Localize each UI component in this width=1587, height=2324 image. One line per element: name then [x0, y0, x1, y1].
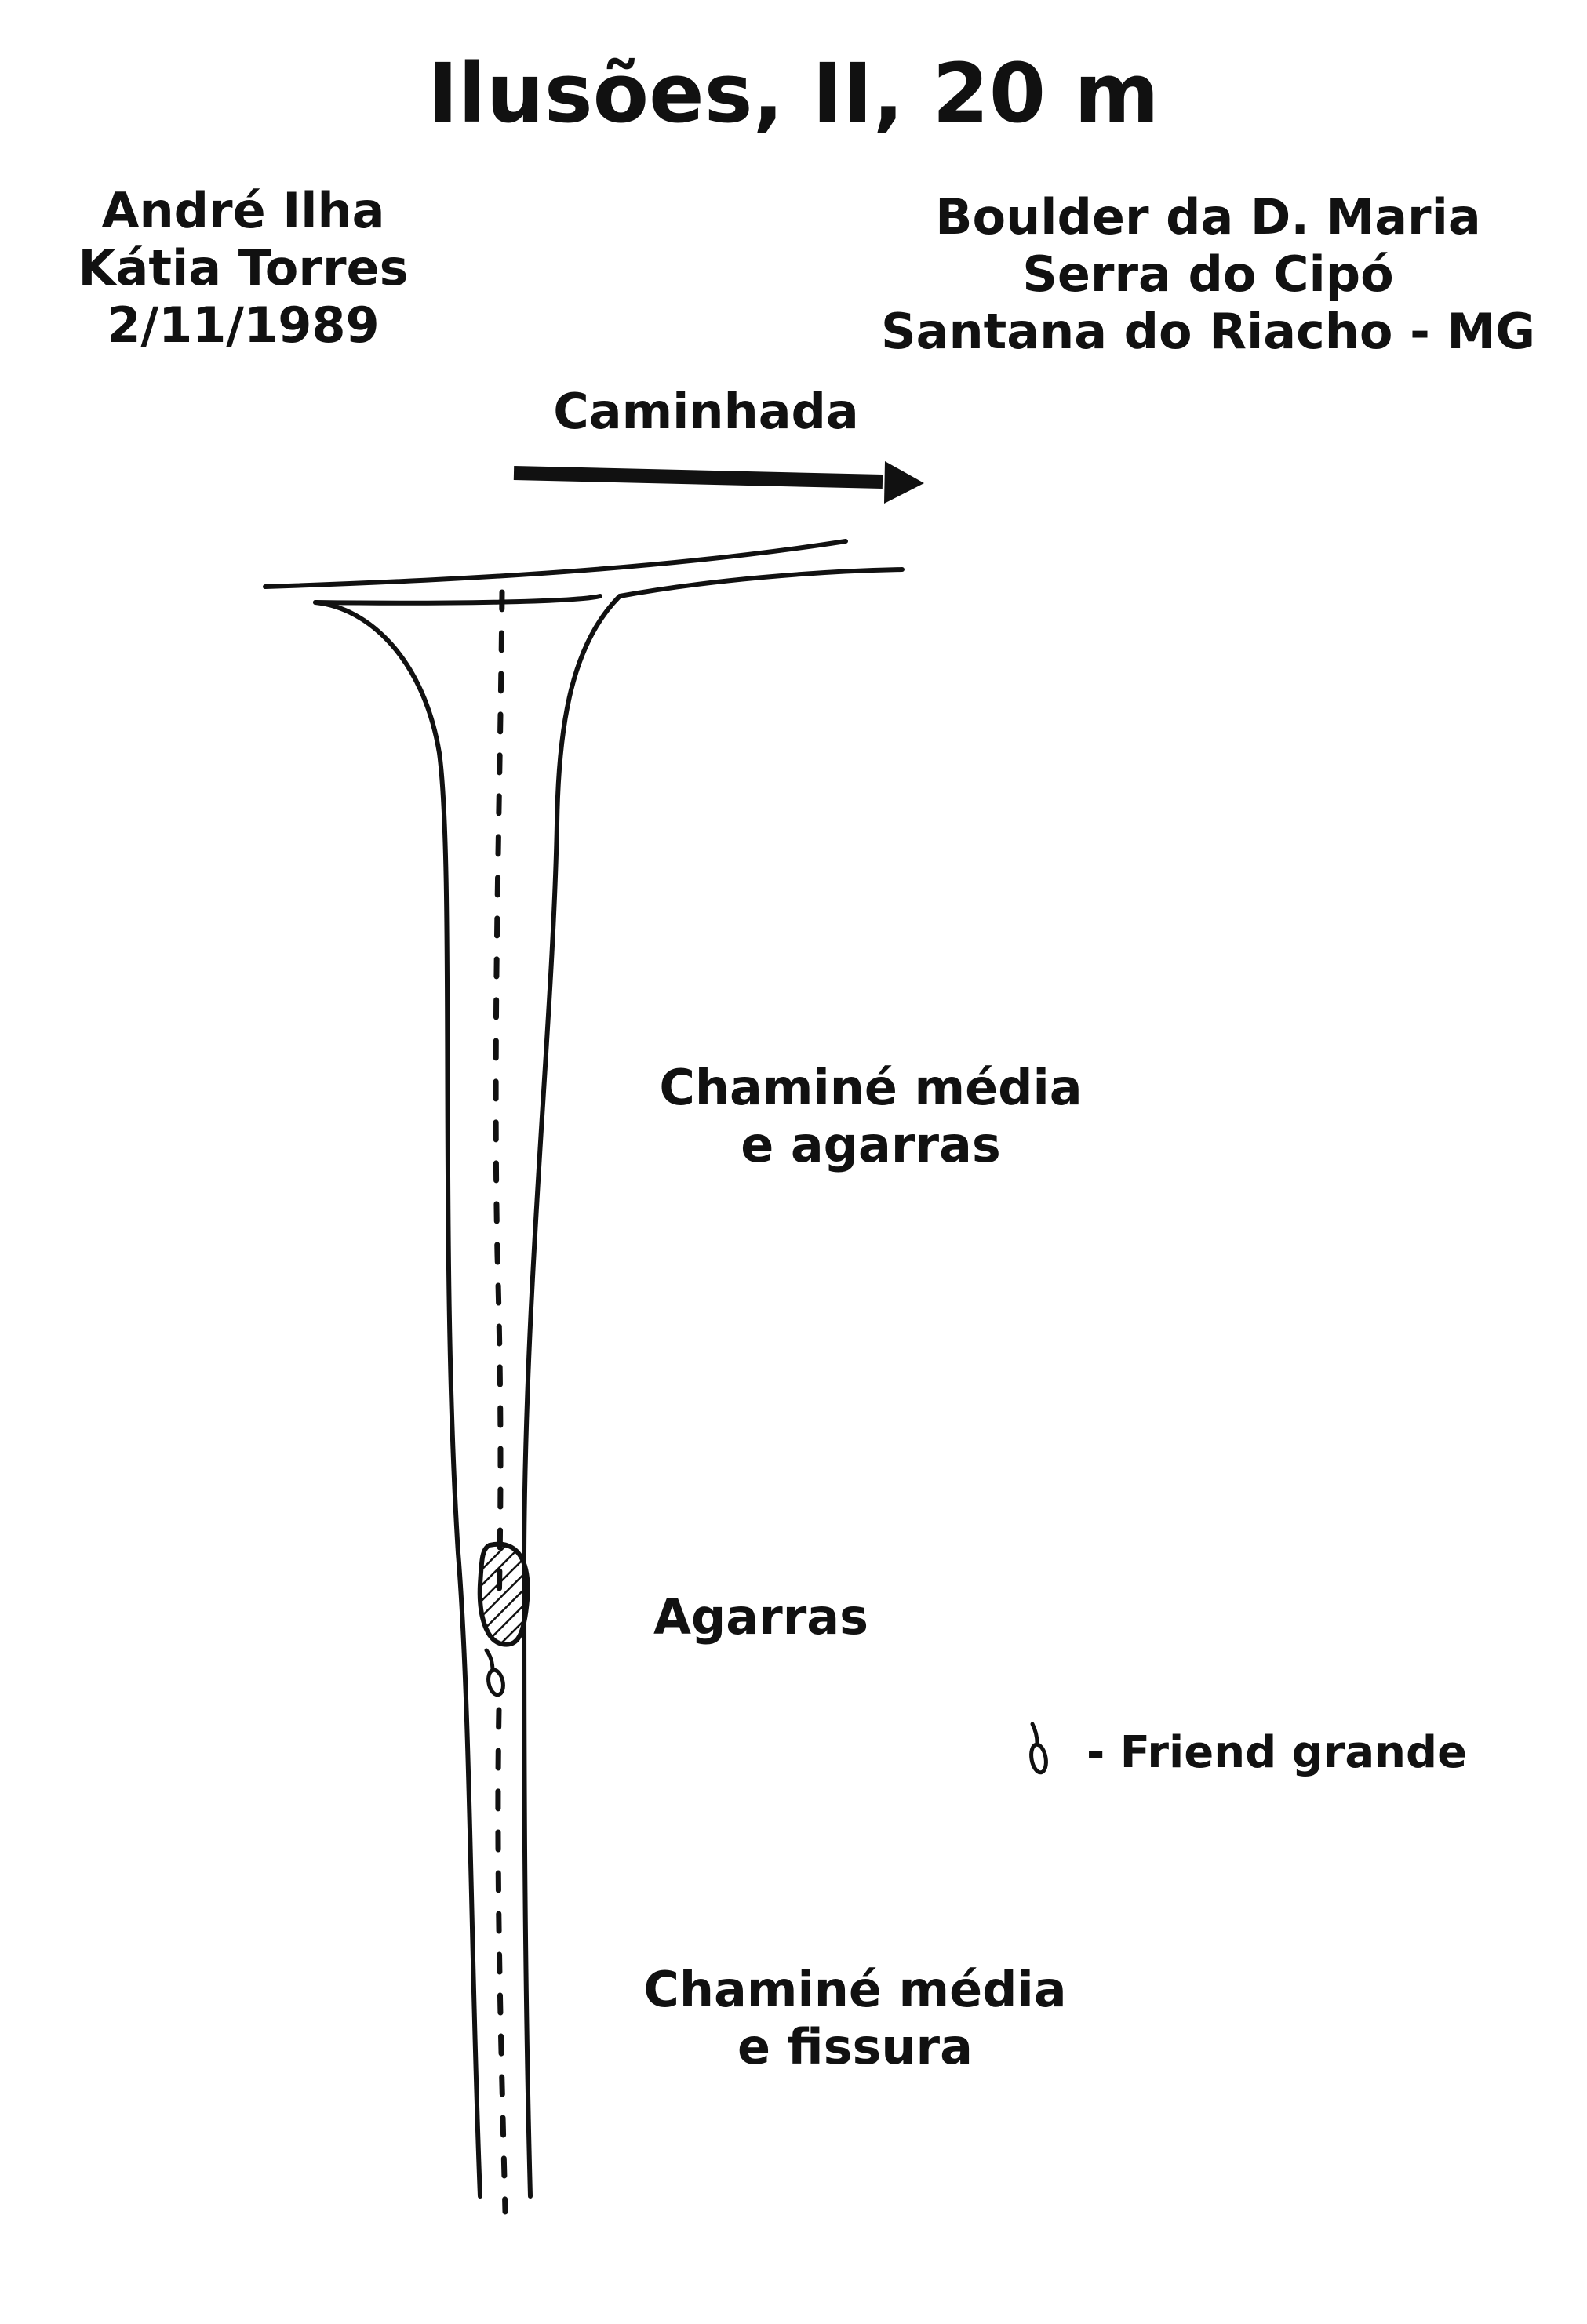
author-1: André Ilha	[101, 182, 385, 239]
location-boulder: Boulder da D. Maria	[935, 188, 1481, 245]
top-ledge	[263, 539, 905, 606]
friend-icon	[1029, 1722, 1048, 1775]
first-ascent-info: André Ilha Kátia Torres 2/11/1989	[47, 182, 439, 354]
lower-section-label: Chaminé média e fissura	[581, 1961, 1130, 2075]
crux-label: Agarras	[653, 1588, 869, 1646]
location-area: Serra do Cipó	[1022, 245, 1394, 304]
lower-section-line-1: Chaminé média	[643, 1961, 1067, 2018]
chimney-walls	[313, 594, 622, 2199]
chockstone	[477, 1541, 530, 1647]
approach-label: Caminhada	[553, 383, 859, 440]
friend-placement	[484, 1648, 505, 1697]
lower-section-line-2: e fissura	[737, 2018, 973, 2076]
approach-arrow	[513, 461, 924, 504]
upper-section-line-1: Chaminé média	[659, 1059, 1083, 1116]
upper-section-line-2: e agarras	[741, 1116, 1001, 1174]
author-2: Kátia Torres	[78, 239, 409, 297]
route-line	[493, 589, 508, 2215]
upper-section-label: Chaminé média e agarras	[596, 1059, 1145, 1173]
route-title: Ilusões, II, 20 m	[428, 45, 1159, 141]
legend: - Friend grande	[1012, 1716, 1522, 1787]
location-town: Santana do Riacho - MG	[880, 303, 1536, 361]
legend-text: - Friend grande	[1087, 1727, 1468, 1778]
location-info: Boulder da D. Maria Serra do Cipó Santan…	[863, 188, 1553, 360]
ascent-date: 2/11/1989	[107, 296, 380, 355]
